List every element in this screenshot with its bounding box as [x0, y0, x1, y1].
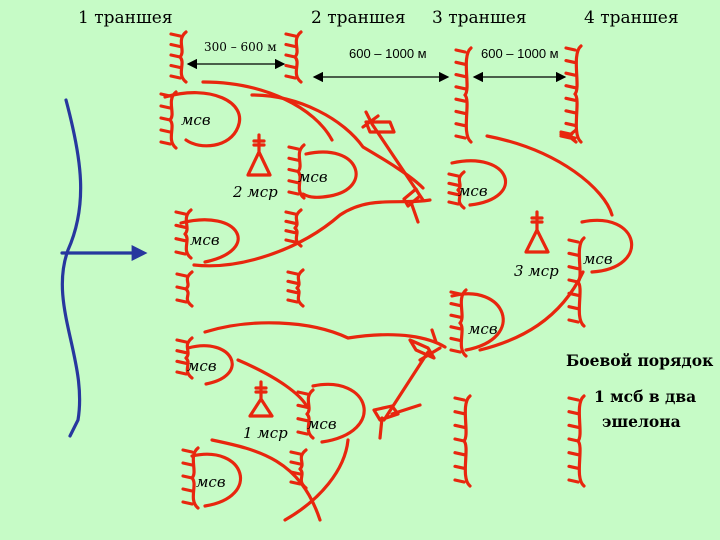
enemy-front-line: [60, 98, 83, 438]
msv-position: [190, 452, 242, 508]
trench-bracket: [286, 268, 305, 308]
caption-line-1: 1 мсб в два: [594, 387, 696, 406]
trench-bracket: [447, 170, 466, 210]
trench-bracket: [175, 270, 194, 308]
trench-bracket: [453, 394, 472, 488]
zone-arc: [201, 80, 334, 142]
trench-bracket: [174, 208, 193, 260]
weapon-symbol-top: [361, 110, 425, 224]
trench-bracket: [284, 208, 303, 248]
zone-arc: [236, 358, 308, 407]
company-flag-2: [246, 133, 272, 177]
zone-arc: [250, 93, 425, 190]
trench-2-label: 2 траншея: [311, 8, 406, 28]
msv-label: мсв: [307, 415, 337, 433]
msv-position: [580, 218, 634, 274]
weapon-symbol-bottom: [372, 403, 422, 440]
trench-bracket: [287, 143, 306, 200]
msv-position: [311, 382, 366, 444]
zone-arc: [478, 270, 585, 352]
distance-label-1: 300 – 600 м: [204, 40, 277, 54]
trench-bracket: [567, 394, 586, 488]
msv-position: [450, 292, 505, 352]
msv-label: мсв: [583, 250, 613, 268]
trench-bracket: [564, 44, 583, 144]
trench-bracket: [169, 30, 188, 84]
trench-1-label: 1 траншея: [78, 8, 173, 28]
trench-bracket: [296, 388, 315, 440]
msv-label: мсв: [181, 111, 211, 129]
trench-3-label: 3 траншея: [432, 8, 527, 28]
msv-position: [186, 344, 234, 386]
trench-brackets: [159, 30, 586, 510]
msv-label: мсв: [190, 231, 220, 249]
company-flag-1: [248, 380, 274, 418]
trench-bracket: [559, 128, 578, 144]
trench-bracket: [289, 448, 308, 490]
zone-arc: [485, 134, 614, 217]
caption-title: Боевой порядок: [566, 351, 713, 370]
company-flag-3: [524, 210, 550, 254]
company-label-3: 3 мср: [514, 262, 559, 280]
msv-label: мсв: [298, 168, 328, 186]
msv-position: [450, 159, 508, 207]
company-label-1: 1 мср: [243, 424, 288, 442]
msv-label: мсв: [187, 357, 217, 375]
trench-bracket: [181, 446, 200, 510]
zone-arc: [283, 438, 350, 522]
trench-bracket: [454, 46, 473, 144]
zone-arc: [192, 198, 432, 268]
distance-label-3: 600 – 1000 м: [481, 46, 559, 61]
weapon-symbol-mid: [382, 328, 442, 422]
company-label-2: 2 мср: [232, 183, 278, 201]
msv-position: [163, 91, 242, 148]
trench-bracket: [175, 336, 194, 380]
trench-4-label: 4 траншея: [584, 8, 679, 28]
distance-label-2: 600 – 1000 м: [349, 46, 427, 61]
trench-bracket: [449, 288, 468, 358]
msv-position: [179, 218, 240, 264]
msv-label: мсв: [458, 182, 488, 200]
msv-label: мсв: [468, 320, 498, 338]
trench-bracket: [159, 90, 178, 150]
msv-label: мсв: [196, 473, 226, 491]
zone-arc: [203, 321, 447, 349]
trench-bracket: [284, 30, 303, 84]
company-zones: [163, 80, 634, 522]
msv-position: [301, 150, 358, 199]
caption-line-2: эшелона: [602, 412, 681, 431]
